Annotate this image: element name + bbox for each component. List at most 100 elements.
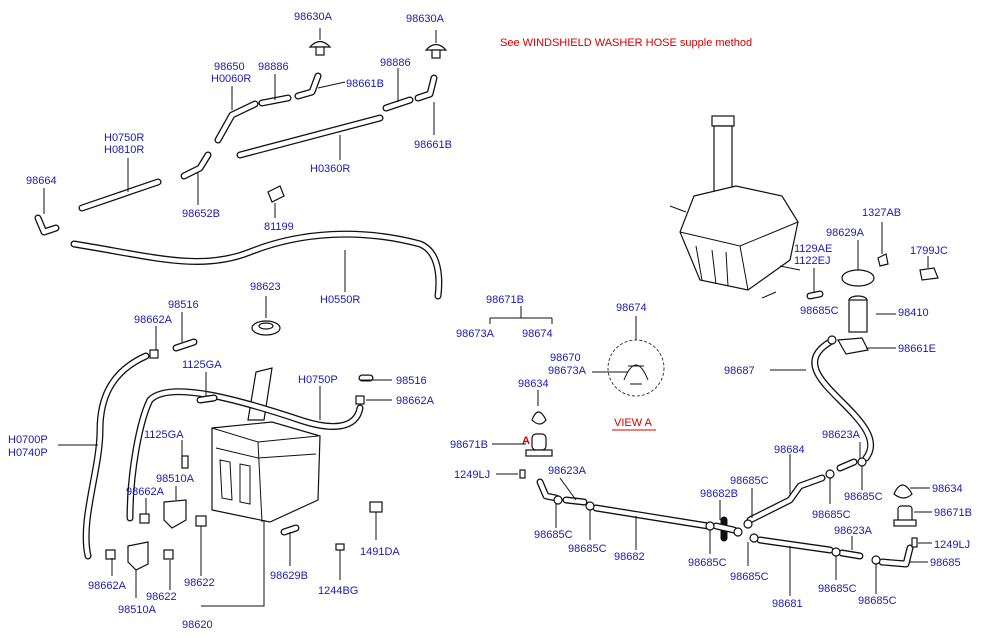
elbow-98664 xyxy=(34,214,60,236)
label-1249lj-a: 1249LJ xyxy=(454,469,490,481)
elbow-98661b-right xyxy=(414,74,438,102)
label-98516-a: 98516 xyxy=(168,299,199,311)
label-98886-right: 98886 xyxy=(380,57,411,69)
clamp-98662a-d xyxy=(105,549,116,560)
label-98629b: 98629B xyxy=(270,570,308,582)
label-98684: 98684 xyxy=(774,444,805,456)
label-1122ej: 1122EJ xyxy=(794,255,831,267)
hose-98681 xyxy=(756,536,834,554)
nozzle-98671b-b xyxy=(893,505,917,527)
seal-98629a xyxy=(841,269,875,287)
label-98623a-c: 98623A xyxy=(834,525,873,537)
label-h0550r: H0550R xyxy=(320,294,360,306)
label-h0700p: H0700P xyxy=(8,434,48,446)
pump-98510a-b xyxy=(127,541,149,571)
label-98673a-a: 98673A xyxy=(456,328,495,340)
clamp-98662a-a xyxy=(149,349,159,359)
elbow-98685 xyxy=(878,544,914,568)
label-98510a-a: 98510A xyxy=(156,473,195,485)
supplement-note: See WINDSHIELD WASHER HOSE supple method xyxy=(500,37,752,49)
label-98685c-2: 98685C xyxy=(568,543,607,555)
bolt-1327ab xyxy=(877,253,889,267)
view-a-marker: A xyxy=(522,435,530,447)
label-1249lj-b: 1249LJ xyxy=(934,539,970,551)
label-98662a-b: 98662A xyxy=(396,395,435,407)
label-1125ga-a: 1125GA xyxy=(182,359,222,371)
label-98661b-left: 98661B xyxy=(346,78,384,90)
clip-1799jc xyxy=(919,267,939,281)
bolt-1244bg xyxy=(335,543,345,551)
label-98410: 98410 xyxy=(898,307,929,319)
label-98510a-b: 98510A xyxy=(118,604,157,616)
hose-h0360r xyxy=(236,114,384,159)
label-98634-a: 98634 xyxy=(518,378,549,390)
label-98685c-5: 98685C xyxy=(730,475,769,487)
grommet-98622-b xyxy=(163,549,174,560)
label-1125ga-b: 1125GA xyxy=(144,429,184,441)
t-joint-98682b xyxy=(712,516,738,542)
elbow-98685c-a xyxy=(536,478,560,502)
label-98671b-top: 98671B xyxy=(486,294,524,306)
label-98685c-10: 98685C xyxy=(800,305,839,317)
pump-98510a-a xyxy=(163,499,187,529)
label-98622-b: 98622 xyxy=(146,591,177,603)
label-98661e: 98661E xyxy=(898,343,936,355)
label-1491da: 1491DA xyxy=(360,546,400,558)
hose-h0750r xyxy=(78,178,162,212)
label-98652b: 98652B xyxy=(182,208,220,220)
label-98661b-right: 98661B xyxy=(414,139,452,151)
joint-98623a-b xyxy=(836,458,858,472)
view-a-label: VIEW A xyxy=(614,417,653,429)
reservoir-left xyxy=(211,367,321,523)
label-98685: 98685 xyxy=(930,557,961,569)
clip-81199 xyxy=(267,185,285,203)
bolt-1125ga-a xyxy=(196,394,218,404)
label-1327ab: 1327AB xyxy=(862,207,901,219)
label-98516-b: 98516 xyxy=(396,375,427,387)
label-98623a-b: 98623A xyxy=(822,429,861,441)
label-98682b: 98682B xyxy=(700,488,738,500)
joint-98623a-c xyxy=(838,549,864,560)
nozzle-left-98630a xyxy=(308,40,332,56)
label-98664: 98664 xyxy=(26,175,57,187)
bolt-98629b xyxy=(280,524,300,536)
label-98650: 98650 xyxy=(214,61,245,73)
cap-98623 xyxy=(251,320,281,336)
label-98685c-1: 98685C xyxy=(534,529,573,541)
label-98687: 98687 xyxy=(724,365,755,377)
joint-98623a-a xyxy=(562,496,588,506)
label-98634-b: 98634 xyxy=(932,483,963,495)
label-1244bg: 1244BG xyxy=(318,585,358,597)
label-98662a-a: 98662A xyxy=(134,314,173,326)
hose-98687 xyxy=(811,338,875,462)
joint-98886-left xyxy=(258,94,292,107)
label-h0750p: H0750P xyxy=(298,374,338,386)
hose-98684 xyxy=(746,474,826,524)
label-81199: 81199 xyxy=(264,221,294,233)
grommet-1491da xyxy=(369,501,383,513)
label-98671b-a: 98671B xyxy=(450,439,488,451)
label-h0750r: H0750R xyxy=(104,132,144,144)
hose-98682 xyxy=(592,504,712,530)
label-98886-left: 98886 xyxy=(258,61,289,73)
label-98630a-left: 98630A xyxy=(294,11,333,23)
hose-h0700p xyxy=(82,352,150,560)
screw-1249lj-a xyxy=(519,469,526,479)
joint-98886-right xyxy=(382,96,414,112)
nozzle-98671b-a xyxy=(525,433,553,457)
hose-h0060r xyxy=(214,100,259,144)
label-h0740p: H0740P xyxy=(8,447,48,459)
label-h0060r: H0060R xyxy=(211,73,251,85)
label-98671b-b: 98671B xyxy=(934,507,972,519)
screw-1249lj-b xyxy=(911,537,918,548)
label-98662a-c: 98662A xyxy=(126,486,165,498)
label-98630a-right: 98630A xyxy=(406,13,445,25)
part-labels: 98630A 98630A 98650 H0060R 98886 98886 9… xyxy=(8,11,972,631)
y-joint-98652b xyxy=(180,151,212,180)
label-h0810r: H0810R xyxy=(104,144,144,156)
label-98682: 98682 xyxy=(614,551,645,563)
label-1799jc: 1799JC xyxy=(910,245,948,257)
label-98685c-7: 98685C xyxy=(844,491,883,503)
cap-98634-b xyxy=(893,484,913,499)
